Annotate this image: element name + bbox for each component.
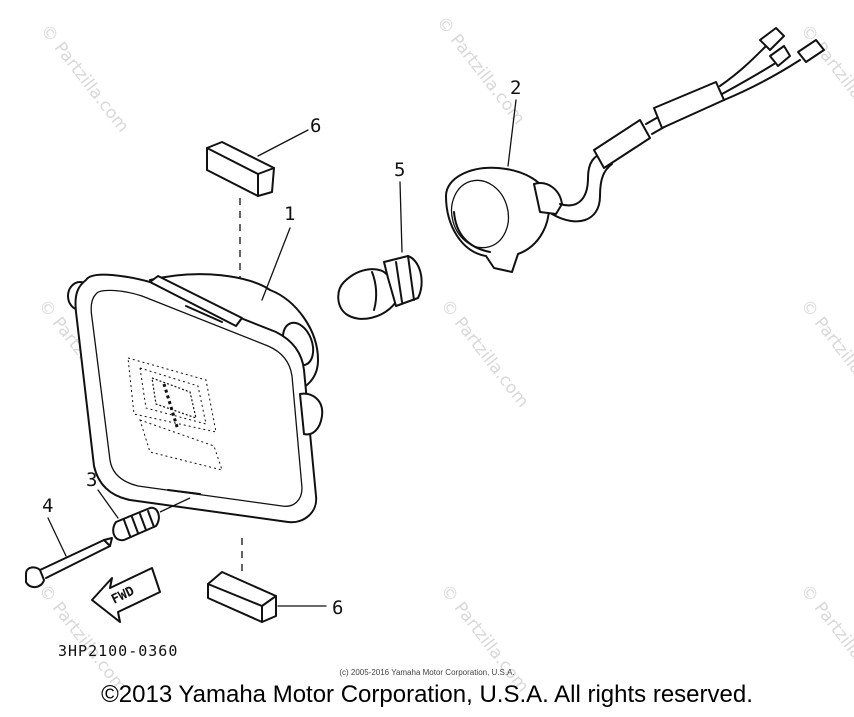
part-6-pad-top <box>206 141 275 282</box>
part-1-headlight-housing <box>67 273 324 524</box>
fwd-arrow: FWD <box>91 567 161 623</box>
callout-2: 2 <box>510 77 521 99</box>
callout-4: 4 <box>42 495 53 517</box>
callout-6-top: 6 <box>310 115 321 137</box>
callout-6-bottom: 6 <box>332 597 343 619</box>
part-3-grommet <box>112 497 191 542</box>
part-5-bulb <box>337 255 423 320</box>
watermark: © Partzilla.com <box>796 296 854 412</box>
watermark: © Partzilla.com <box>796 581 854 697</box>
watermark: © Partzilla.com <box>796 21 854 137</box>
callout-5: 5 <box>394 159 405 181</box>
watermark: © Partzilla.com <box>36 21 133 137</box>
watermark: © Partzilla.com <box>436 296 533 412</box>
lens-pattern <box>127 357 223 471</box>
copyright-footer: ©2013 Yamaha Motor Corporation, U.S.A. A… <box>101 681 753 708</box>
drawing-id: 3HP2100-0360 <box>58 642 178 660</box>
part-2-socket <box>445 27 825 273</box>
part-6-pad-bottom <box>207 538 277 623</box>
part-4-screw <box>25 537 113 588</box>
watermark: © Partzilla.com <box>436 581 533 697</box>
small-copyright: (c) 2005-2016 Yamaha Motor Corporation, … <box>339 668 515 677</box>
callouts: 1 2 3 4 5 6 6 <box>42 77 521 619</box>
callout-3: 3 <box>86 469 97 491</box>
callout-1: 1 <box>284 203 295 225</box>
